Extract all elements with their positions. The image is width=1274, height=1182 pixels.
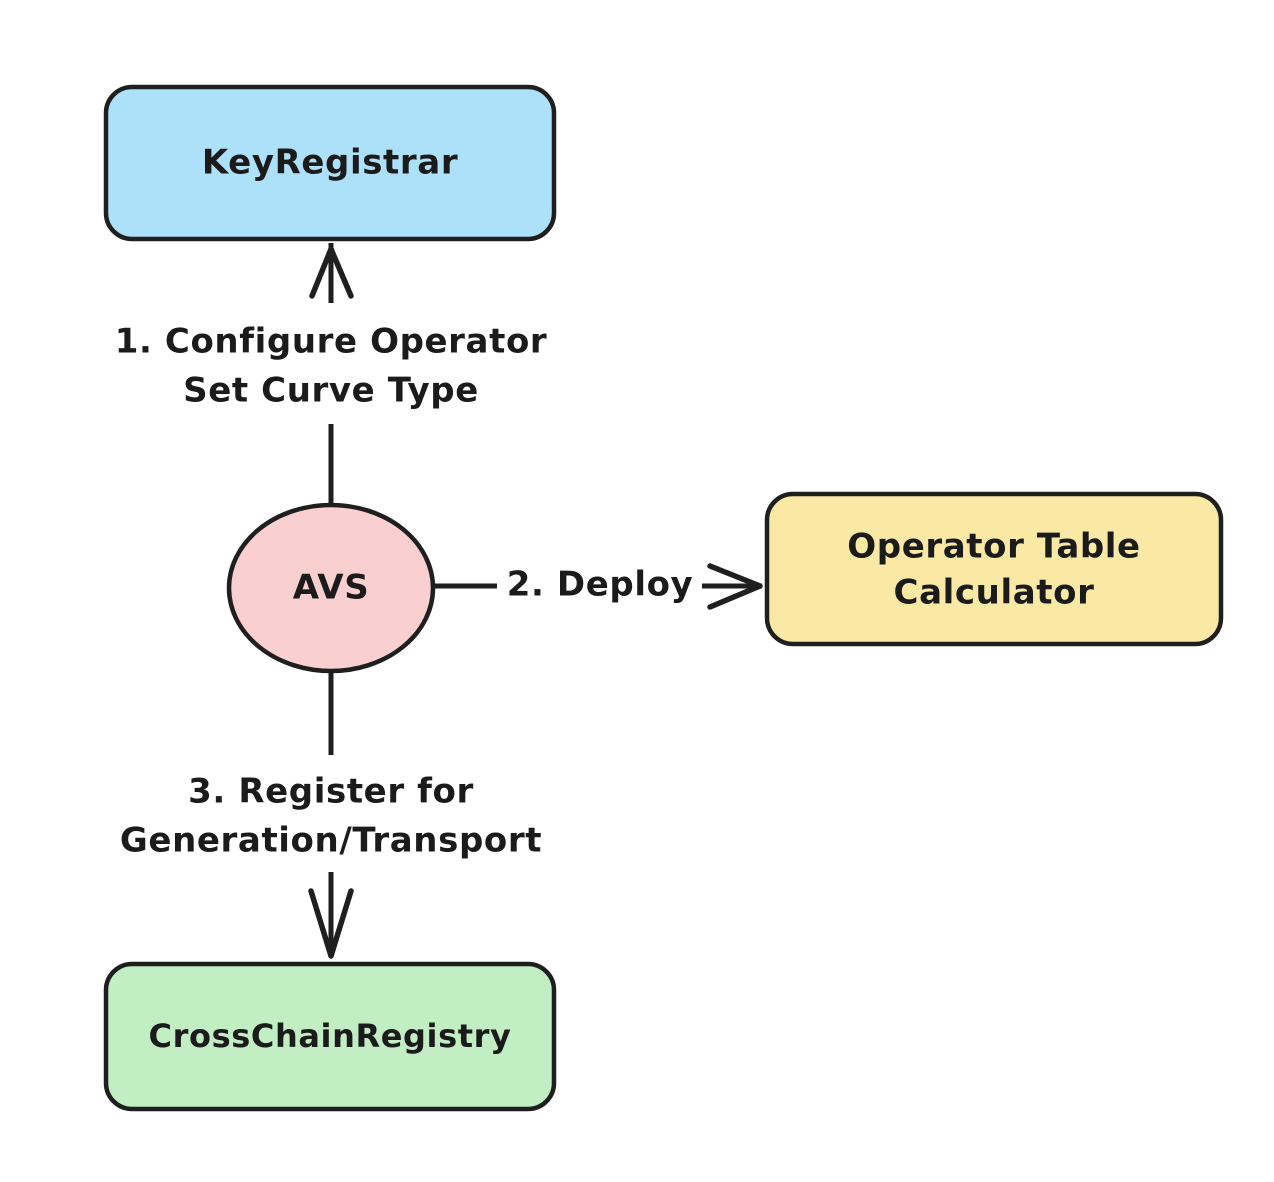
node-key-registrar-shape[interactable] (103, 84, 557, 242)
edge-label-3-line1: 3. Register for (188, 772, 474, 812)
node-operator-table-calculator-shape[interactable] (764, 491, 1224, 647)
node-avs[interactable]: AVS (226, 502, 436, 674)
arrow-head-down-cross-chain (308, 888, 354, 959)
arrow-head-right-calculator (707, 563, 763, 610)
edge-avs-to-operator-table-calculator (433, 563, 763, 610)
node-cross-chain-registry-label: CrossChainRegistry (149, 1017, 512, 1055)
edge-avs-to-key-registrar (309, 243, 354, 505)
edge-label-avs-to-key-registrar: 1. Configure Operator Set Curve Type (115, 322, 548, 411)
edge-label-3-line2: Generation/Transport (120, 821, 542, 861)
node-avs-shape[interactable] (226, 502, 436, 674)
edge-label-1-line1: 1. Configure Operator (115, 322, 548, 362)
edge-label-1-line2: Set Curve Type (183, 371, 479, 411)
node-avs-label: AVS (293, 568, 370, 608)
edge-avs-to-cross-chain-registry (308, 672, 354, 959)
edge-label-avs-to-cross-chain-registry: 3. Register for Generation/Transport (120, 772, 542, 861)
arrow-head-up-key-registrar (309, 246, 354, 299)
node-cross-chain-registry-shape[interactable] (103, 961, 557, 1112)
edge-label-avs-to-operator-table-calculator: 2. Deploy (507, 565, 694, 605)
node-operator-table-calculator-label-line1: Operator Table (847, 527, 1140, 567)
node-key-registrar-label: KeyRegistrar (202, 143, 458, 183)
edge-label-2-line1: 2. Deploy (507, 565, 694, 605)
node-operator-table-calculator-label-line2: Calculator (894, 573, 1095, 613)
node-operator-table-calculator[interactable]: Operator Table Calculator (764, 491, 1224, 647)
node-cross-chain-registry[interactable]: CrossChainRegistry (103, 961, 557, 1112)
node-key-registrar[interactable]: KeyRegistrar (103, 84, 557, 242)
